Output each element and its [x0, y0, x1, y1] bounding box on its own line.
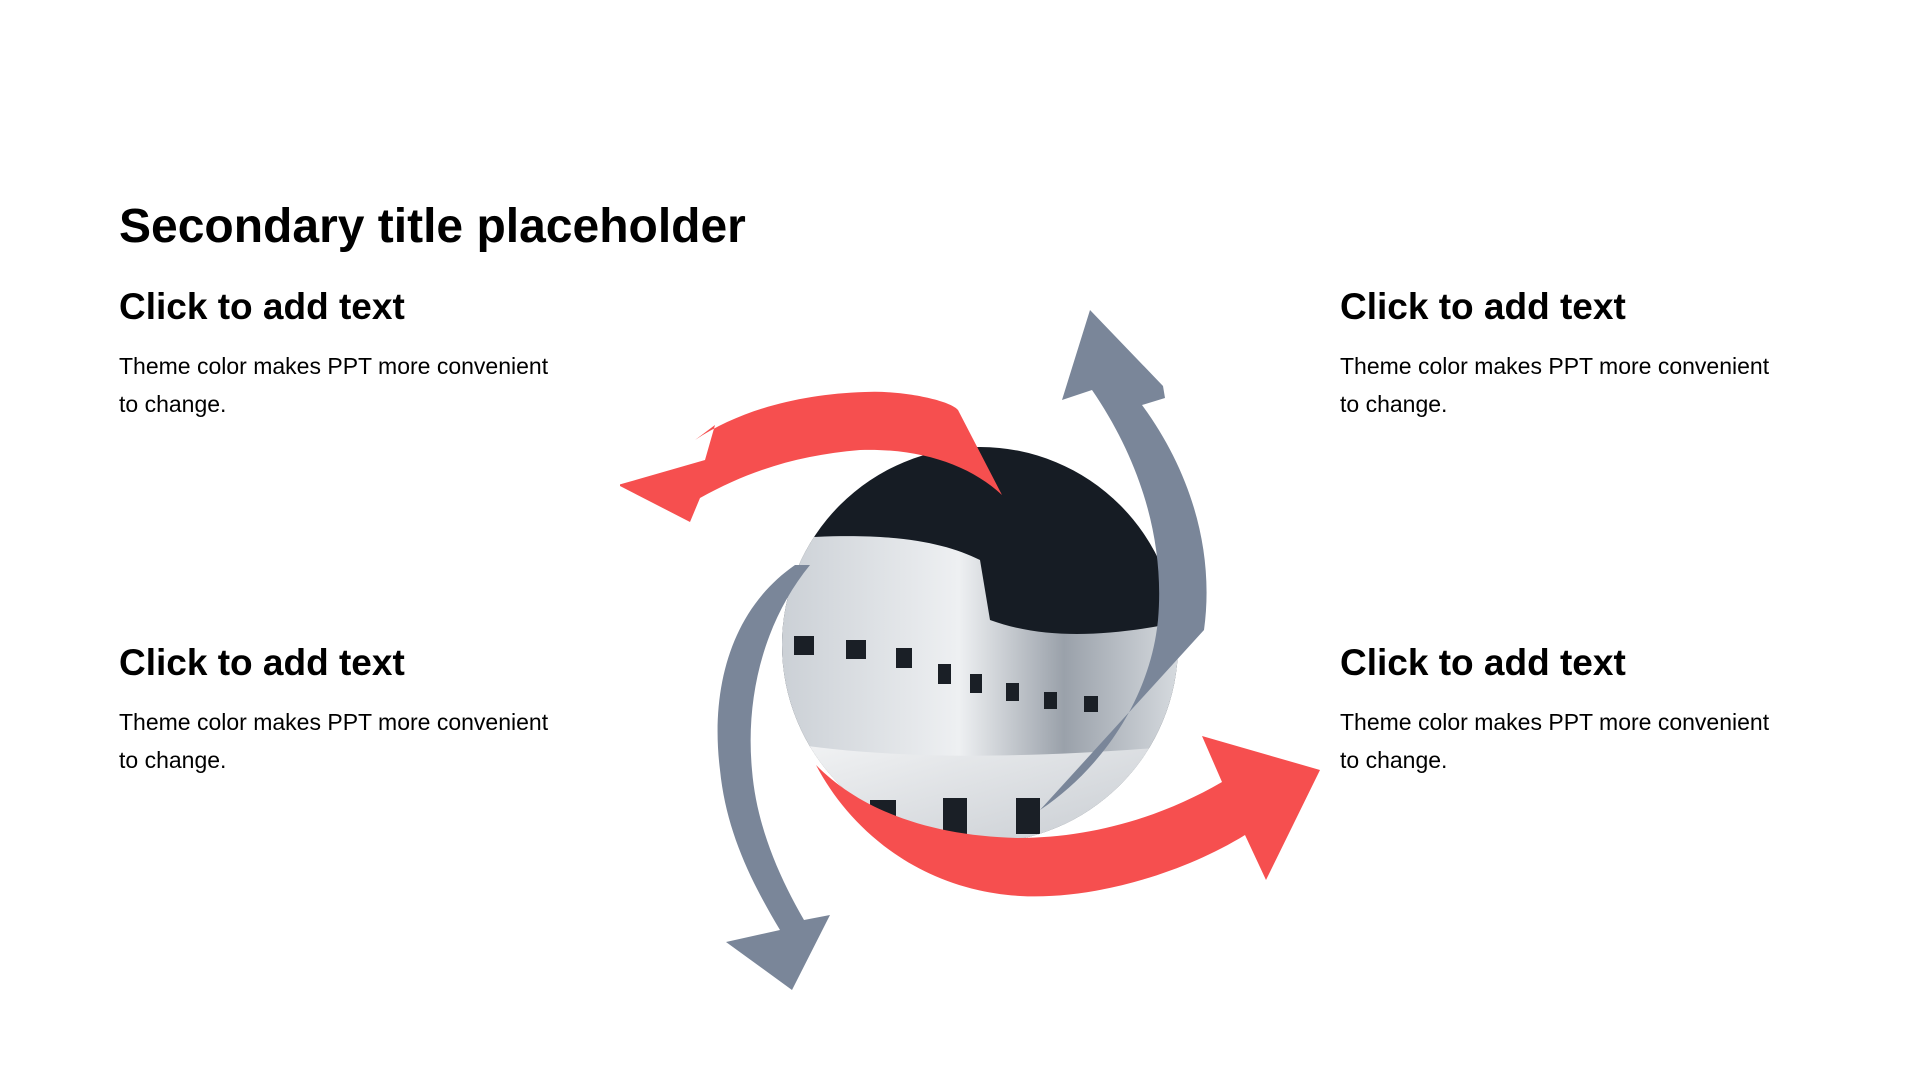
curved-arrow-icon	[1040, 310, 1207, 810]
slide-title[interactable]: Secondary title placeholder	[119, 200, 746, 253]
building-photo	[782, 447, 1178, 843]
block-body[interactable]: Theme color makes PPT more convenient to…	[1340, 353, 1770, 417]
text-block-top-left[interactable]: Click to add text Theme color makes PPT …	[119, 283, 599, 423]
curved-arrow-icon	[717, 565, 830, 990]
curved-arrow-icon	[620, 391, 1002, 522]
text-block-bottom-right[interactable]: Click to add text Theme color makes PPT …	[1340, 639, 1820, 779]
text-block-bottom-left[interactable]: Click to add text Theme color makes PPT …	[119, 639, 599, 779]
block-body[interactable]: Theme color makes PPT more convenient to…	[119, 353, 549, 417]
cycle-diagram	[620, 290, 1340, 1010]
text-block-top-right[interactable]: Click to add text Theme color makes PPT …	[1340, 283, 1820, 423]
block-heading[interactable]: Click to add text	[119, 286, 405, 327]
block-body[interactable]: Theme color makes PPT more convenient to…	[1340, 709, 1770, 773]
curved-arrow-icon	[816, 736, 1320, 897]
block-heading[interactable]: Click to add text	[1340, 642, 1626, 683]
cycle-diagram-svg	[620, 310, 1320, 990]
block-heading[interactable]: Click to add text	[119, 642, 405, 683]
block-heading[interactable]: Click to add text	[1340, 286, 1626, 327]
block-body[interactable]: Theme color makes PPT more convenient to…	[119, 709, 549, 773]
